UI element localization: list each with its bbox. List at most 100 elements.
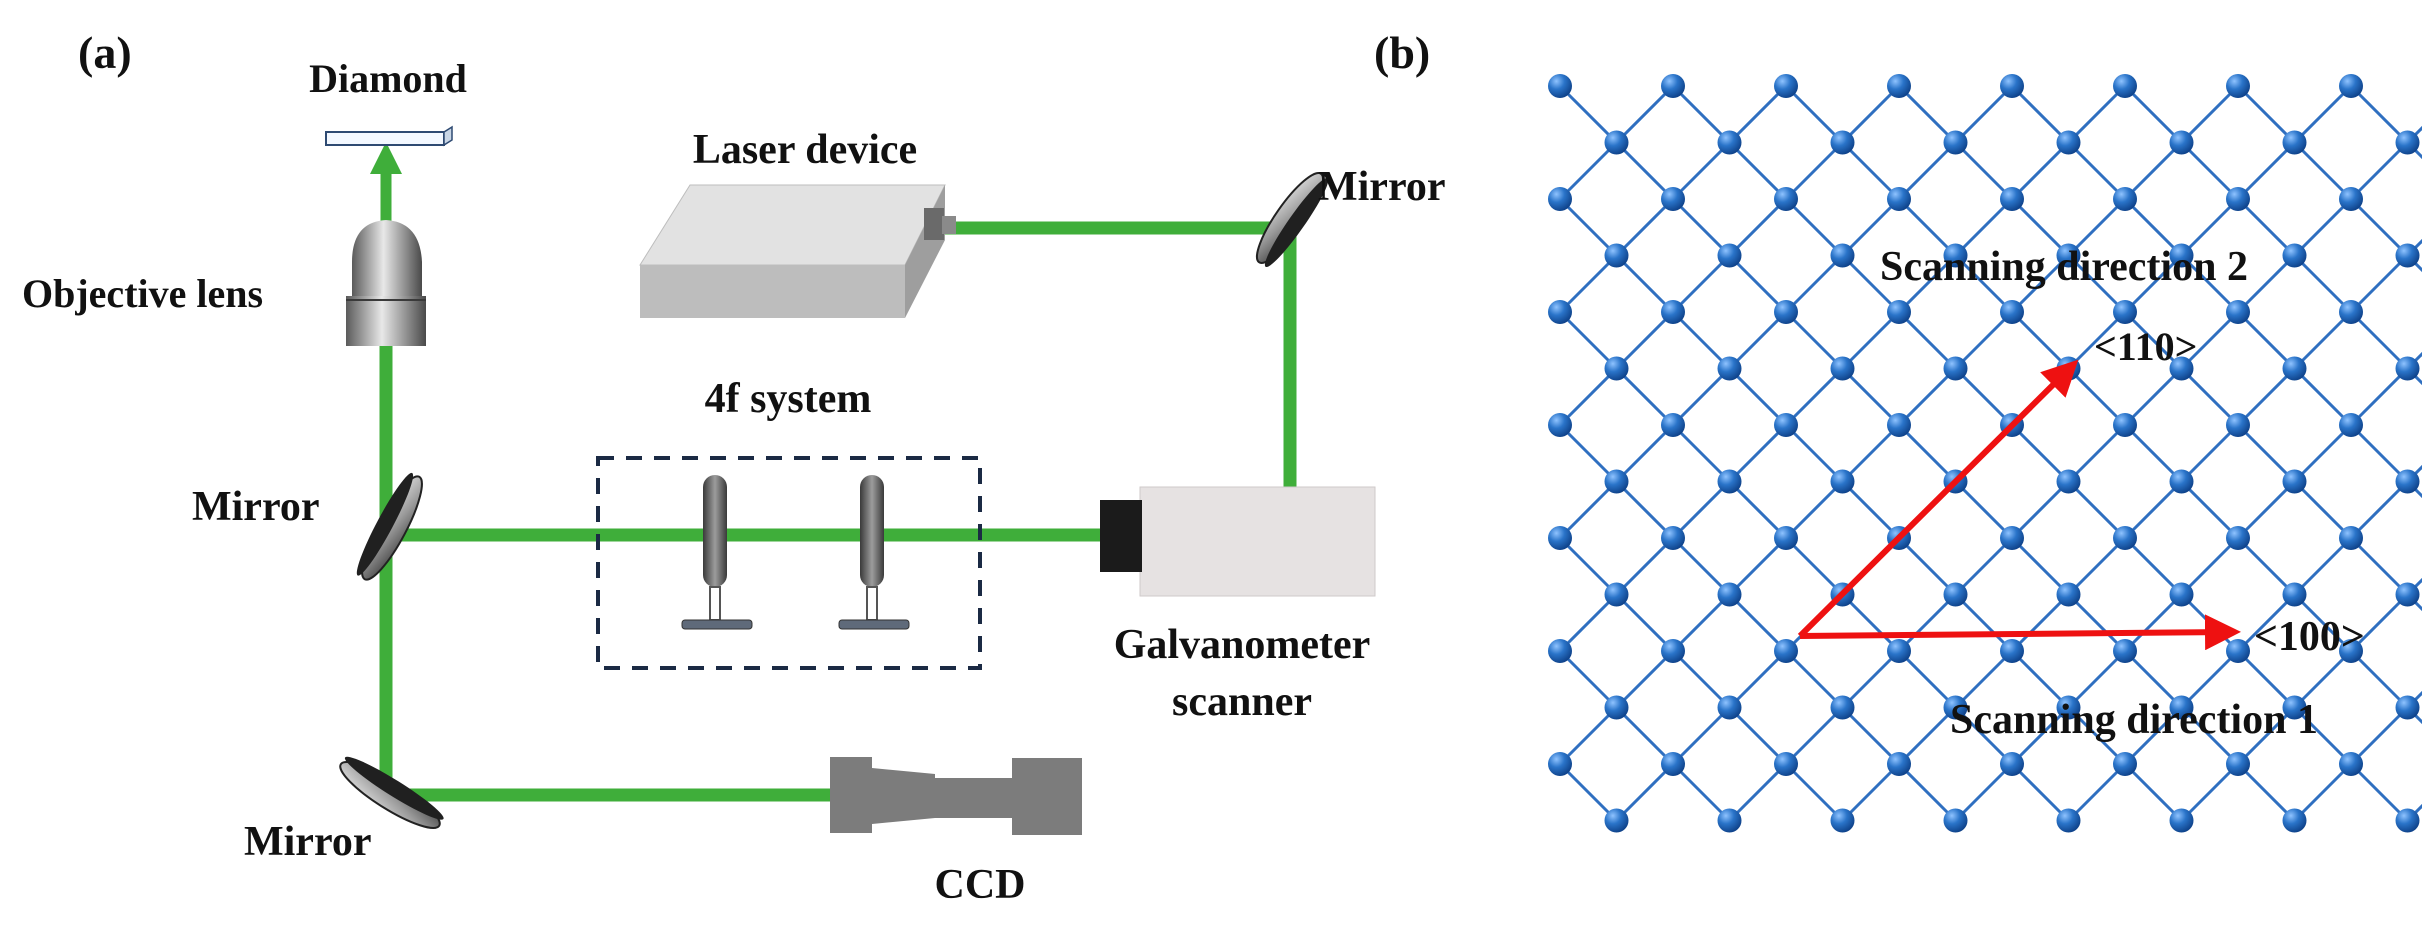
panel-a-label: (a): [78, 27, 132, 78]
mirror-bottom-label: Mirror: [244, 819, 371, 865]
diamond-label: Diamond: [309, 56, 467, 101]
lattice-atom: [1887, 300, 1911, 324]
lattice-atom: [1605, 696, 1629, 720]
lattice-atom: [1605, 131, 1629, 155]
arrow-100: [1800, 632, 2232, 636]
lattice-atom: [1831, 131, 1855, 155]
four-f-system-box: [598, 458, 980, 668]
lattice-atom: [1661, 74, 1685, 98]
lattice-atom: [1605, 470, 1629, 494]
galvanometer-label-line2: scanner: [1172, 679, 1312, 725]
lattice-atom: [2339, 413, 2363, 437]
lattice-atom: [1605, 809, 1629, 833]
lattice-atom: [2226, 639, 2250, 663]
lattice-atom: [2113, 413, 2137, 437]
laser-device-label: Laser device: [693, 127, 917, 173]
lattice-atom: [1548, 300, 1572, 324]
lattice-atom: [1831, 696, 1855, 720]
panel-a: (a) Diamond Objective lens: [22, 27, 1445, 908]
lattice-atom: [2283, 244, 2307, 268]
lattice-atom: [1944, 131, 1968, 155]
diamond-sample: [326, 127, 452, 145]
lattice-atom: [2396, 583, 2420, 607]
lattice-atom: [2283, 357, 2307, 381]
lattice-atom: [1718, 244, 1742, 268]
lattice-atom: [2057, 470, 2081, 494]
mirror-top-right-label: Mirror: [1318, 164, 1445, 210]
lattice-atom: [2226, 74, 2250, 98]
lattice-atom: [1887, 752, 1911, 776]
lattice-atom: [2339, 74, 2363, 98]
lattice-atom: [1774, 413, 1798, 437]
lattice-atom: [2113, 639, 2137, 663]
objective-lens-icon: [346, 220, 426, 346]
lens-1-icon: [682, 475, 752, 629]
lattice-atom: [2339, 300, 2363, 324]
direction-110-label: <110>: [2094, 324, 2197, 369]
lattice-atom: [2226, 413, 2250, 437]
lattice-atom: [1718, 696, 1742, 720]
lattice-atom: [2396, 696, 2420, 720]
panel-b-label: (b): [1374, 27, 1430, 78]
lattice-atom: [2170, 809, 2194, 833]
galvanometer-scanner-icon: [1100, 487, 1375, 596]
lattice-atom: [2226, 752, 2250, 776]
lattice-atom: [1944, 809, 1968, 833]
lattice-atom: [1718, 583, 1742, 607]
galvanometer-label-line1: Galvanometer: [1114, 622, 1371, 668]
lattice-atom: [1661, 300, 1685, 324]
lattice-atom: [1661, 752, 1685, 776]
lattice-atom: [2113, 752, 2137, 776]
lattice-atom: [1605, 244, 1629, 268]
lattice-atom: [2283, 809, 2307, 833]
lattice-atom: [2113, 300, 2137, 324]
lattice-atom: [2283, 470, 2307, 494]
lattice-atom: [1831, 470, 1855, 494]
ccd-camera-icon: [830, 757, 1082, 835]
lattice-atom: [1774, 639, 1798, 663]
lattice-atom: [2396, 357, 2420, 381]
scanning-direction-2-label: Scanning direction 2: [1880, 244, 2248, 290]
objective-lens-label: Objective lens: [22, 271, 263, 316]
lattice-atom: [1831, 357, 1855, 381]
lattice-atom: [2057, 583, 2081, 607]
laser-device-icon: [640, 185, 956, 318]
lattice-atom: [2396, 470, 2420, 494]
lattice-atom: [2170, 131, 2194, 155]
lattice-atom: [2170, 583, 2194, 607]
lattice-atom: [2000, 187, 2024, 211]
lattice-atom: [1605, 357, 1629, 381]
lattice-atom: [1548, 526, 1572, 550]
lattice-atom: [1661, 413, 1685, 437]
lens-2-icon: [839, 475, 909, 629]
lattice-atom: [1661, 639, 1685, 663]
lattice-atom: [2113, 74, 2137, 98]
lattice-atom: [2396, 244, 2420, 268]
arrow-110: [1800, 366, 2072, 636]
lattice-atom: [2339, 187, 2363, 211]
lattice-atom: [1661, 187, 1685, 211]
lattice-atom: [1718, 357, 1742, 381]
scanning-direction-1-label: Scanning direction 1: [1950, 697, 2318, 743]
lattice-atom: [2113, 526, 2137, 550]
lattice-atom: [1548, 187, 1572, 211]
lattice-atom: [2226, 187, 2250, 211]
lattice-atom: [2000, 752, 2024, 776]
lattice-atom: [2396, 131, 2420, 155]
lattice-atom: [2170, 470, 2194, 494]
lattice-atom: [1887, 187, 1911, 211]
direction-100-label: <100>: [2254, 614, 2365, 660]
lattice-atom: [1661, 526, 1685, 550]
lattice-atom: [2283, 131, 2307, 155]
lattice-atom: [1944, 357, 1968, 381]
lattice-atom: [1718, 470, 1742, 494]
lattice-atom: [2339, 752, 2363, 776]
lattice-atom: [1774, 187, 1798, 211]
lattice-atom: [2396, 809, 2420, 833]
lattice-atom: [2057, 809, 2081, 833]
lattice-atom: [1718, 809, 1742, 833]
lattice-atom: [1774, 752, 1798, 776]
lattice-atom: [1774, 300, 1798, 324]
lattice-atom: [2226, 526, 2250, 550]
